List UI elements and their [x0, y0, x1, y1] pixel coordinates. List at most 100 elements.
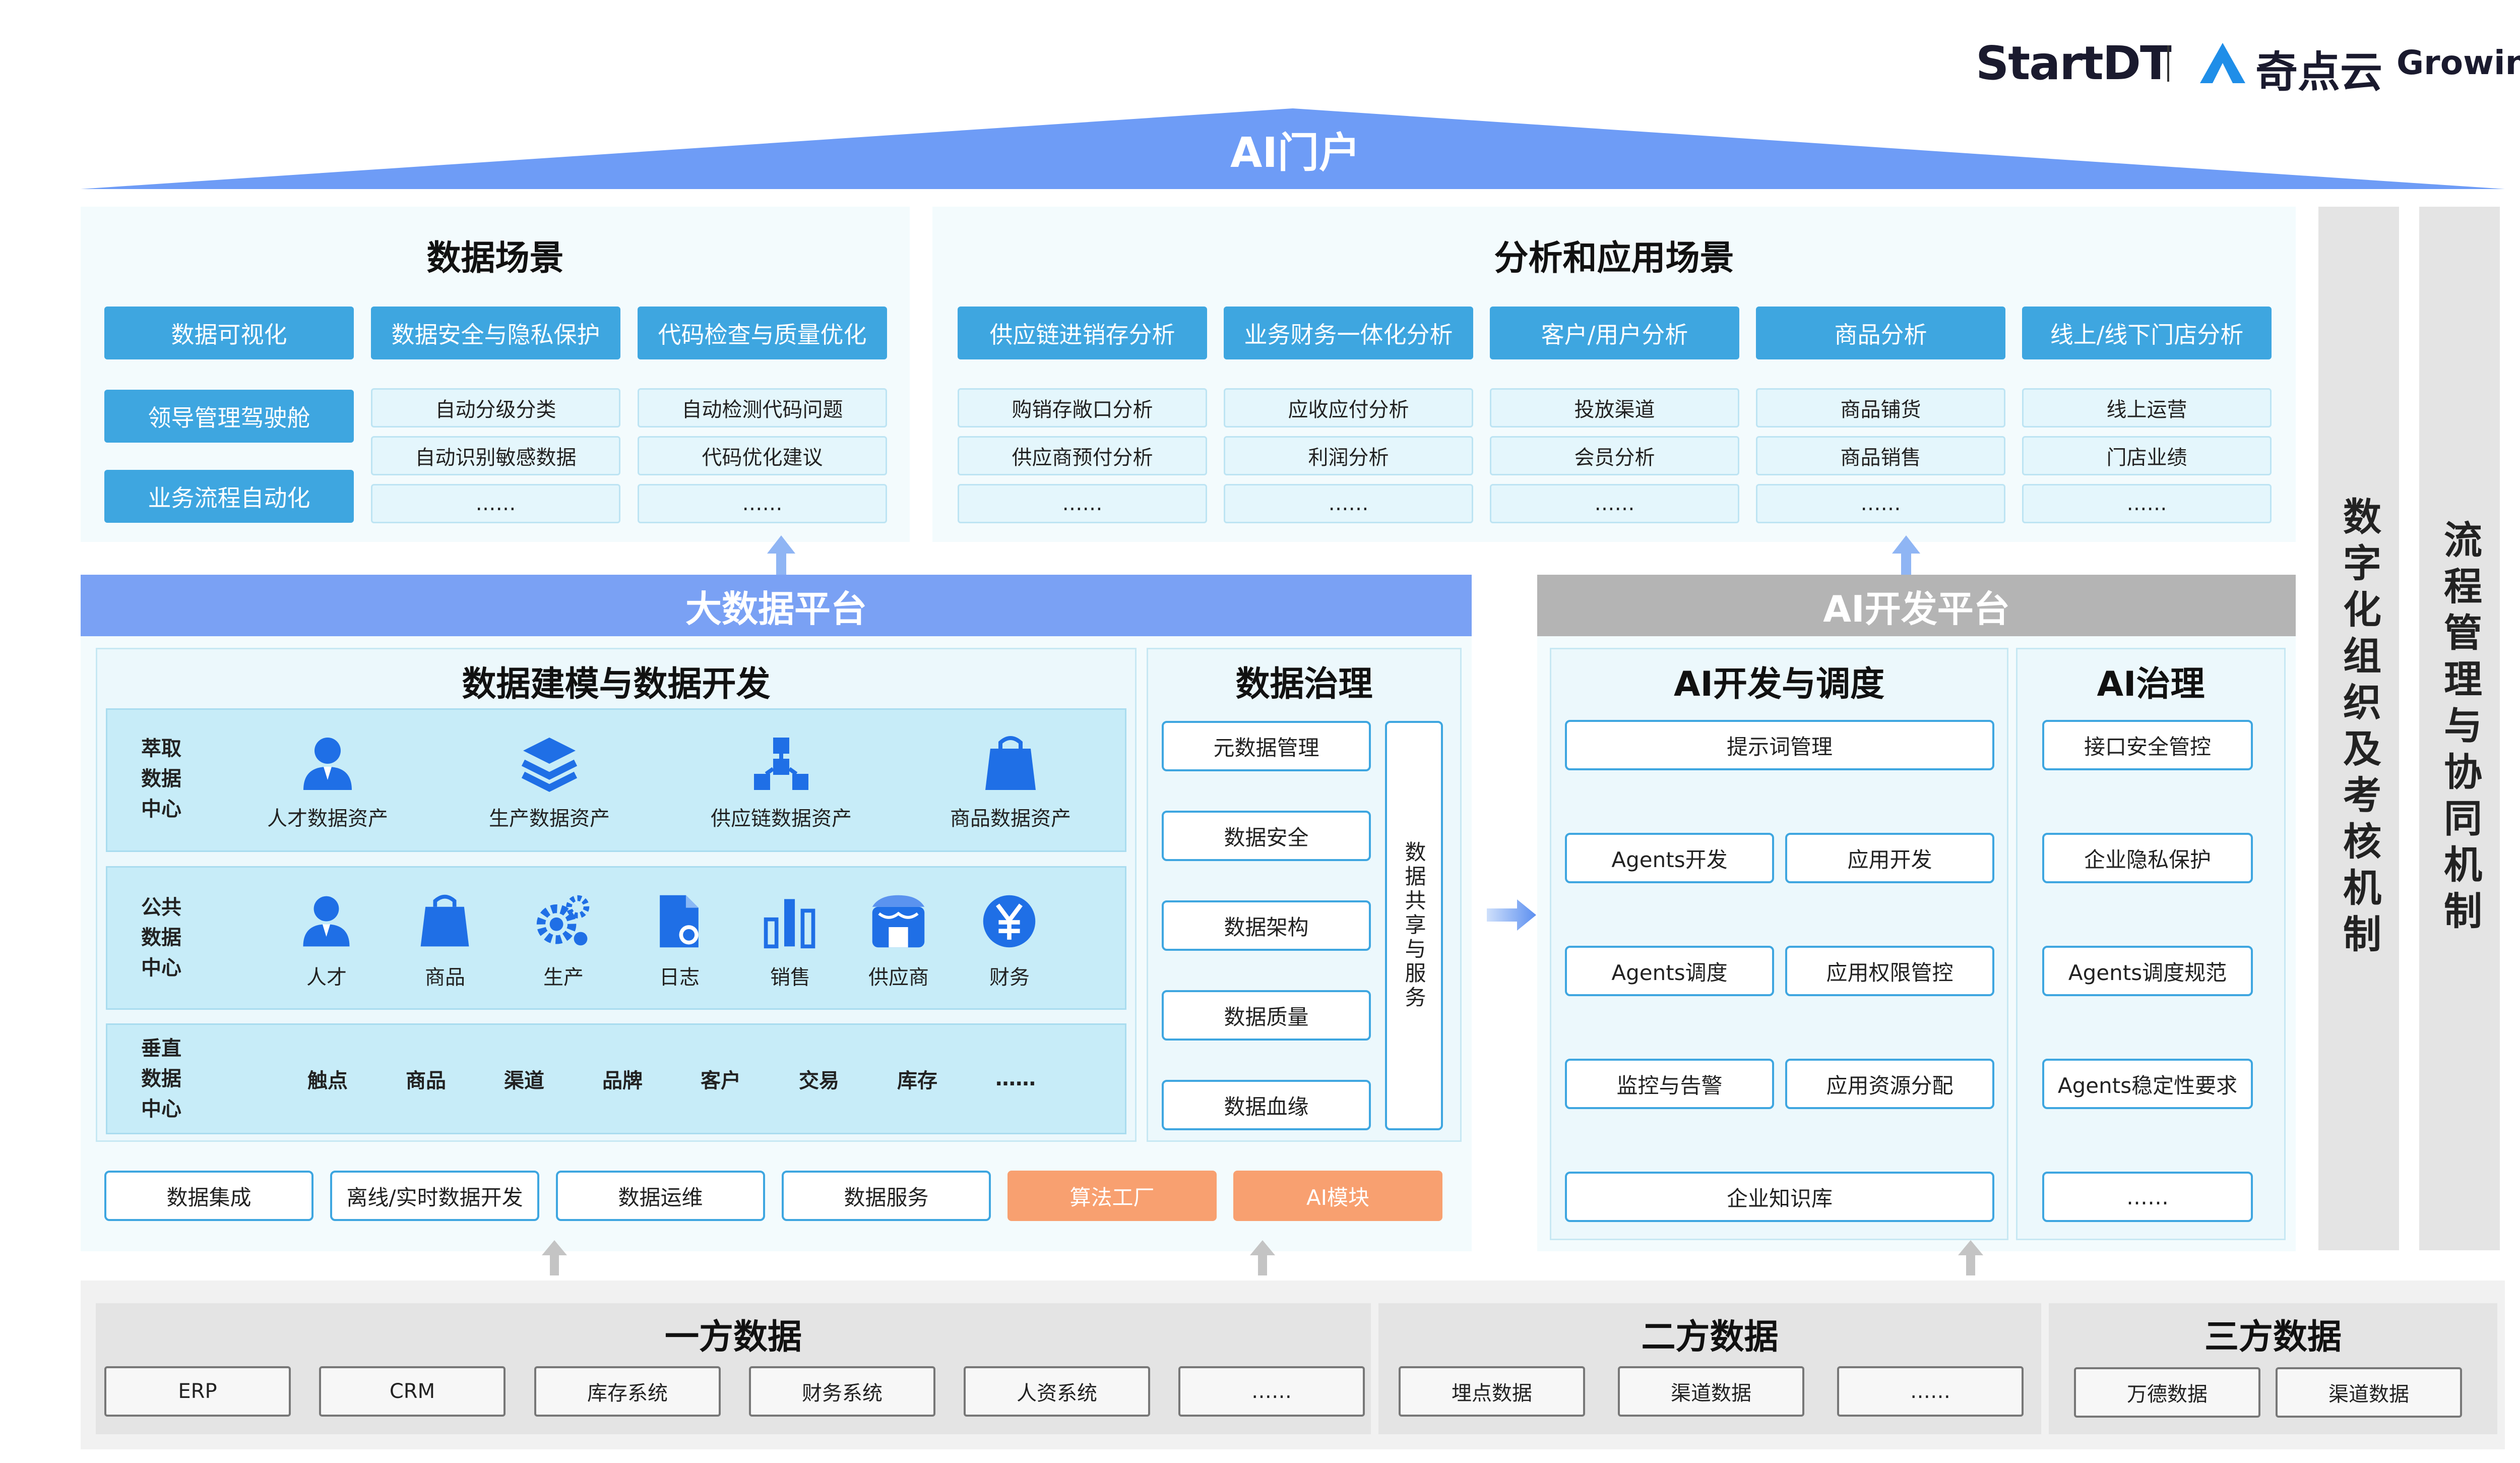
scene-item[interactable]: ……	[371, 484, 620, 523]
app-dev[interactable]: 应用开发	[1785, 833, 1994, 883]
public-center-label: 公共数据中心	[141, 896, 181, 980]
scene-column-header[interactable]: 数据安全与隐私保护	[371, 307, 620, 359]
scene-item[interactable]: 自动检测代码问题	[638, 388, 887, 428]
enterprise-knowledge[interactable]: 企业知识库	[1565, 1172, 1994, 1222]
source-item[interactable]: 万德数据	[2074, 1367, 2260, 1418]
analysis-item[interactable]: 商品销售	[1756, 436, 2005, 475]
governance-item[interactable]: 数据安全	[1162, 811, 1371, 861]
analysis-item[interactable]: ……	[1224, 484, 1473, 523]
tool-algorithm-factory[interactable]: 算法工厂	[1007, 1171, 1217, 1221]
asset-label: 人才数据资产	[267, 807, 388, 830]
agents-sched[interactable]: Agents调度	[1565, 946, 1774, 996]
agents-dev[interactable]: Agents开发	[1565, 833, 1774, 883]
analysis-column-header[interactable]: 商品分析	[1756, 307, 2005, 359]
analysis-item[interactable]: 门店业绩	[2022, 436, 2272, 475]
analysis-column-header[interactable]: 业务财务一体化分析	[1224, 307, 1473, 359]
store-icon	[869, 892, 927, 950]
governance-item[interactable]: 数据血缘	[1162, 1080, 1371, 1130]
analysis-item[interactable]: 线上运营	[2022, 388, 2272, 428]
analysis-item[interactable]: ……	[958, 484, 1207, 523]
scene-pill[interactable]: 业务流程自动化	[104, 470, 354, 523]
vertical-center	[106, 1023, 1126, 1134]
source-item[interactable]: ERP	[104, 1366, 291, 1417]
first-party-title: 一方数据	[664, 1317, 802, 1357]
source-item[interactable]: ……	[1837, 1366, 2024, 1417]
asset-label: 日志	[659, 966, 700, 989]
big-data-band: 大数据平台	[81, 575, 1472, 636]
vertical-item: ……	[995, 1067, 1036, 1090]
analysis-item[interactable]: 应收应付分析	[1224, 388, 1473, 428]
tool-data-service[interactable]: 数据服务	[782, 1171, 991, 1221]
side-column-process-text: 流程管理与协同机制	[2437, 520, 2482, 937]
governance-item[interactable]: 数据质量	[1162, 990, 1371, 1041]
analysis-item[interactable]: 商品铺货	[1756, 388, 2005, 428]
analysis-item[interactable]: 购销存敞口分析	[958, 388, 1207, 428]
scene-item[interactable]: 自动分级分类	[371, 388, 620, 428]
prompt-management[interactable]: 提示词管理	[1565, 720, 1994, 770]
source-item[interactable]: CRM	[319, 1366, 506, 1417]
modeling-title: 数据建模与数据开发	[462, 664, 771, 704]
app-permission[interactable]: 应用权限管控	[1785, 946, 1994, 996]
source-item[interactable]: 财务系统	[749, 1366, 935, 1417]
analysis-item[interactable]: 投放渠道	[1490, 388, 1739, 428]
governance-item[interactable]: 数据架构	[1162, 900, 1371, 951]
analysis-column-header[interactable]: 线上/线下门店分析	[2022, 307, 2272, 359]
source-item[interactable]: 库存系统	[534, 1366, 721, 1417]
source-item[interactable]: 埋点数据	[1399, 1366, 1585, 1417]
arrow-up-icon	[1958, 1240, 1983, 1275]
vertical-item: 库存	[897, 1069, 937, 1092]
vertical-item: 品牌	[602, 1069, 643, 1092]
layers-icon	[519, 734, 580, 794]
bar-icon	[761, 892, 819, 950]
governance-title: 数据治理	[1235, 664, 1373, 704]
tool-data-dev[interactable]: 离线/实时数据开发	[330, 1171, 539, 1221]
app-resource[interactable]: 应用资源分配	[1785, 1059, 1994, 1109]
analysis-item[interactable]: 供应商预付分析	[958, 436, 1207, 475]
ai-gov-item[interactable]: 企业隐私保护	[2042, 833, 2253, 883]
first-party-panel	[96, 1303, 1371, 1434]
governance-item[interactable]: 元数据管理	[1162, 721, 1371, 771]
extract-center	[106, 708, 1126, 852]
scene-pill[interactable]: 领导管理驾驶舱	[104, 390, 354, 443]
logo-divider	[2167, 45, 2169, 82]
monitor-alert[interactable]: 监控与告警	[1565, 1059, 1774, 1109]
doc-icon	[650, 892, 708, 950]
scene-item[interactable]: ……	[638, 484, 887, 523]
ai-gov-item[interactable]: Agents调度规范	[2042, 946, 2253, 996]
source-item[interactable]: ……	[1178, 1366, 1365, 1417]
asset-label: 生产数据资产	[489, 807, 610, 830]
data-sharing-box[interactable]: 数据共享与服务	[1385, 721, 1443, 1130]
person-icon	[297, 734, 358, 794]
public-center	[106, 866, 1126, 1010]
scene-item[interactable]: 代码优化建议	[638, 436, 887, 475]
tool-data-ops[interactable]: 数据运维	[556, 1171, 765, 1221]
analysis-item[interactable]: ……	[2022, 484, 2272, 523]
scene-column-header[interactable]: 代码检查与质量优化	[638, 307, 887, 359]
data-scenes-title: 数据场景	[426, 238, 564, 278]
source-item[interactable]: 渠道数据	[1618, 1366, 1804, 1417]
source-item[interactable]: 渠道数据	[2276, 1367, 2462, 1418]
analysis-item[interactable]: 会员分析	[1490, 436, 1739, 475]
scene-pill[interactable]: 数据可视化	[104, 307, 354, 359]
ai-gov-item[interactable]: 接口安全管控	[2042, 720, 2253, 770]
scene-item[interactable]: 自动识别敏感数据	[371, 436, 620, 475]
person-icon	[297, 892, 355, 950]
ai-gov-item[interactable]: Agents稳定性要求	[2042, 1059, 2253, 1109]
bag-icon	[416, 892, 474, 950]
yen-icon	[980, 892, 1038, 950]
vertical-item: 客户	[701, 1069, 741, 1092]
ai-portal-title: AI门户	[1230, 129, 1360, 177]
tool-ai-module[interactable]: AI模块	[1233, 1171, 1442, 1221]
side-column-org: 数字化组织及考核机制	[2318, 207, 2399, 1250]
analysis-column-header[interactable]: 供应链进销存分析	[958, 307, 1207, 359]
ai-gov-item[interactable]: ……	[2042, 1172, 2253, 1222]
analysis-item[interactable]: 利润分析	[1224, 436, 1473, 475]
asset-label: 商品	[425, 966, 465, 989]
analysis-item[interactable]: ……	[1756, 484, 2005, 523]
analysis-column-header[interactable]: 客户/用户分析	[1490, 307, 1739, 359]
ai-dev-band: AI开发平台	[1537, 575, 2296, 636]
data-sharing-text: 数据共享与服务	[1402, 841, 1426, 1010]
analysis-item[interactable]: ……	[1490, 484, 1739, 523]
source-item[interactable]: 人资系统	[964, 1366, 1150, 1417]
tool-data-integration[interactable]: 数据集成	[104, 1171, 313, 1221]
